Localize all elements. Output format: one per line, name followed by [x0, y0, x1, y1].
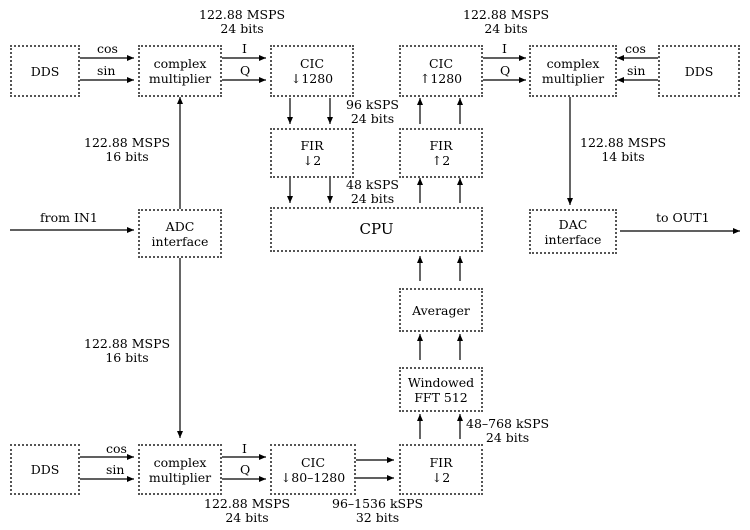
- dac-line2: interface: [544, 231, 602, 247]
- fir-down-top-line2: ↓2: [302, 153, 322, 168]
- dds-top-left-label: DDS: [30, 63, 60, 79]
- fir-up-top-line1: FIR: [429, 138, 453, 153]
- fir-bottom-line2: ↓2: [431, 469, 451, 485]
- dac-line1: DAC: [558, 216, 588, 232]
- cm-bottom-line1: complex: [153, 454, 207, 470]
- cm-top-right-line2: multiplier: [541, 71, 605, 86]
- dds-top-right: DDS: [658, 45, 740, 97]
- cic-up-top-line1: CIC: [428, 56, 454, 71]
- label-to-out1: to OUT1: [656, 210, 710, 225]
- rate-96k-line1: 96 kSPS: [346, 97, 399, 112]
- label-sin-top-right: sin: [627, 63, 646, 78]
- cm-bottom-line2: multiplier: [148, 469, 212, 485]
- rate-top-left-line2: 24 bits: [220, 21, 264, 36]
- label-cos-top-right: cos: [625, 41, 646, 56]
- label-i-top-right: I: [502, 41, 507, 56]
- fir-bottom-line1: FIR: [429, 454, 453, 470]
- complex-multiplier-top-left: complex multiplier: [138, 45, 222, 97]
- adc-line1: ADC: [165, 218, 195, 234]
- rate-dac-line2: 14 bits: [601, 149, 645, 164]
- label-sin-bottom: sin: [106, 462, 125, 477]
- rate-top-left: 122.88 MSPS 24 bits: [199, 8, 285, 36]
- rate-adc-down-line1: 122.88 MSPS: [84, 336, 171, 351]
- rate-adc-up-line2: 16 bits: [105, 149, 149, 164]
- rate-48k: 48 kSPS 24 bits: [346, 178, 399, 206]
- rate-adc-up: 122.88 MSPS 16 bits: [84, 136, 170, 164]
- rate-top-right: 122.88 MSPS 24 bits: [463, 8, 549, 36]
- fft-line1: Windowed: [407, 374, 475, 390]
- fir-down-top-line1: FIR: [300, 138, 324, 153]
- windowed-fft: Windowed FFT 512: [399, 367, 483, 412]
- dds-bottom: DDS: [10, 444, 80, 495]
- cic-decimator-top: CIC ↓1280: [270, 45, 354, 97]
- label-q-top-left: Q: [240, 63, 251, 78]
- rate-adc-down: 122.88 MSPS 16 bits: [84, 337, 170, 365]
- label-sin-top-left: sin: [97, 63, 116, 78]
- rate-dac-line1: 122.88 MSPS: [580, 135, 667, 150]
- rate-adc-down-line2: 16 bits: [105, 350, 149, 365]
- cic-up-top-line2: ↑1280: [419, 71, 463, 86]
- rate-48k-line2: 24 bits: [350, 191, 395, 206]
- cic-down-top-line2: ↓1280: [290, 71, 334, 86]
- label-cos-bottom: cos: [106, 441, 127, 456]
- dac-interface: DAC interface: [529, 209, 617, 254]
- cpu: CPU: [270, 207, 483, 252]
- rate-fft-in: 48–768 kSPS 24 bits: [466, 417, 549, 445]
- complex-multiplier-bottom: complex multiplier: [138, 444, 222, 495]
- averager: Averager: [399, 288, 483, 332]
- rate-48k-line1: 48 kSPS: [346, 177, 399, 192]
- adc-line2: interface: [151, 233, 209, 249]
- rate-dac: 122.88 MSPS 14 bits: [580, 136, 666, 164]
- fir-decimator-top: FIR ↓2: [270, 128, 354, 178]
- rate-fft-in-line2: 24 bits: [485, 430, 530, 445]
- fft-line2: FFT 512: [414, 389, 468, 405]
- fir-interpolator-top: FIR ↑2: [399, 128, 483, 178]
- label-q-bottom: Q: [240, 462, 251, 477]
- dds-top-left: DDS: [10, 45, 80, 97]
- fir-up-top-line2: ↑2: [431, 153, 451, 168]
- cic-bottom-line1: CIC: [300, 454, 326, 470]
- label-q-top-right: Q: [500, 63, 511, 78]
- dds-top-right-label: DDS: [684, 63, 714, 79]
- label-cos-top-left: cos: [97, 41, 118, 56]
- rate-bottom-mid: 96–1536 kSPS 32 bits: [332, 497, 423, 525]
- cic-interpolator-top: CIC ↑1280: [399, 45, 483, 97]
- label-from-in1: from IN1: [40, 210, 98, 225]
- rate-bottom-mid-line1: 96–1536 kSPS: [332, 496, 424, 511]
- cpu-label: CPU: [359, 220, 394, 238]
- adc-interface: ADC interface: [138, 209, 222, 258]
- cm-top-left-line1: complex: [153, 56, 207, 71]
- rate-adc-up-line1: 122.88 MSPS: [84, 135, 171, 150]
- rate-96k-line2: 24 bits: [350, 111, 395, 126]
- averager-label: Averager: [412, 302, 470, 318]
- rate-top-right-line1: 122.88 MSPS: [463, 7, 550, 22]
- label-i-bottom: I: [242, 441, 247, 456]
- rate-bottom-left: 122.88 MSPS 24 bits: [204, 497, 290, 525]
- cm-top-right-line1: complex: [546, 56, 600, 71]
- dds-bottom-label: DDS: [30, 462, 60, 477]
- rate-bottom-mid-line2: 32 bits: [355, 510, 400, 525]
- rate-bottom-left-line1: 122.88 MSPS: [204, 496, 291, 511]
- rate-top-right-line2: 24 bits: [484, 21, 528, 36]
- rate-bottom-left-line2: 24 bits: [225, 510, 269, 525]
- cic-down-top-line1: CIC: [299, 56, 325, 71]
- fir-decimator-bottom: FIR ↓2: [399, 444, 483, 495]
- complex-multiplier-top-right: complex multiplier: [529, 45, 617, 97]
- label-i-top-left: I: [242, 41, 247, 56]
- rate-fft-in-line1: 48–768 kSPS: [466, 416, 550, 431]
- rate-top-left-line1: 122.88 MSPS: [199, 7, 286, 22]
- cic-bottom-line2: ↓80–1280: [280, 469, 346, 485]
- rate-96k: 96 kSPS 24 bits: [346, 98, 399, 126]
- cic-decimator-bottom: CIC ↓80–1280: [270, 444, 356, 495]
- cm-top-left-line2: multiplier: [148, 71, 212, 86]
